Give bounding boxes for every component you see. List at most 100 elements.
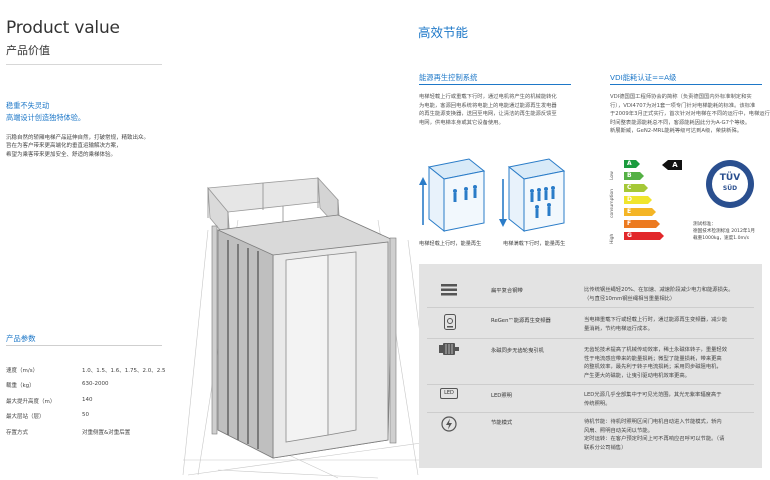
rated-marker-arrow (662, 160, 668, 170)
test-note-line: 载重1000kg，速度1.0m/s (693, 236, 749, 241)
param-value: 50 (82, 412, 89, 419)
feature-desc-line: 当电梯重载下行或轻载上行时，通过能源再生变频器，减少能 (584, 317, 728, 323)
energy-class-bar: A (624, 160, 640, 168)
vdi-text: VDI德国国工程师协会的简称（负责德国国内外标准制定和实 行），VDI4707为… (610, 93, 770, 136)
feature-name: 节能模式 (491, 420, 513, 426)
param-value: 140 (82, 396, 93, 403)
regen-down-diagram (499, 158, 566, 233)
energy-class-bar: C (624, 184, 648, 192)
test-note-line: 德国技术检测标准 2012年1月 (693, 229, 756, 234)
feature-desc-line: 性于电流感应带来的能量损耗；微型了能量损耗，带来更高 (584, 355, 722, 362)
param-value: 对重侧置&对重后置 (82, 429, 131, 436)
feature-desc-line: LED光源几乎全部集中于可见光范围，其光无紫率辐度高于 (584, 392, 722, 398)
tuv-badge-inner (712, 166, 748, 202)
feature-desc-line: 风扇、照明自动关闭以节能。 (584, 427, 653, 434)
intro-line: 旨在为客户带来更高端化的垂直运输解决方案， (6, 143, 122, 150)
vdi-line: 时间整表能源能耗总不同，客源能耗因此分为A-G7个等级。 (610, 119, 751, 126)
section-title: 高效节能 (418, 25, 469, 40)
vdi-line: 新展斯威，GeN2-MRL能耗等级可达到A级，荣获新殊。 (610, 128, 743, 135)
page-subtitle: 产品价值 (6, 44, 50, 57)
energy-class-bar: F (624, 220, 660, 228)
vdi-line: 于2009年3月正式实行，首次针对对电梯在不同的运行中，电梯运行待机 (610, 111, 770, 118)
feature-desc: 当电梯重载下行或轻载上行时，通过能源再生变频器，减少能 量消耗，节约电梯运行成本… (584, 316, 754, 333)
tuv-bottom-text: SÜD (722, 185, 738, 192)
param-row: 载重（kg） 630-2000 (6, 381, 171, 396)
params-title: 产品参数 (6, 334, 36, 343)
tuv-top-text: TÜV (719, 173, 741, 183)
row-separator (427, 338, 754, 339)
param-key: 最大层站（层） (6, 414, 45, 421)
tuv-badge: TÜV SÜD (706, 160, 754, 208)
param-key: 存置方式 (6, 429, 29, 436)
feature-desc-line: 定时运转：在客户预定时间上可不再响应召呼可以节能。（请 (584, 436, 725, 443)
feature-desc-line: 的整机效率，最先利于转子电流损耗；采用同步磁阻电机， (584, 364, 722, 371)
feature-desc: LED光源几乎全部集中于可见光范围，其光无紫率辐度高于 传统照明。 (584, 391, 754, 408)
regen-drive-icon (444, 314, 456, 330)
features-panel: 扁平复合钢带 比传统钢丝绳轻20%、在加速、减速阶段减少电力和能源损失。 （与直… (419, 264, 762, 468)
row-separator (427, 412, 754, 413)
vdi-line: VDI德国国工程师协会的简称（负责德国国内外标准制定和实 (610, 94, 752, 100)
energy-class-bar: B (624, 172, 644, 180)
rated-class-badge: A (668, 160, 682, 170)
test-note: 测试标准： 德国技术检测标准 2012年1月 载重1000kg，速度1.0m/s (693, 221, 769, 242)
axis-mid-label: consumption (610, 188, 615, 218)
intro-text: 沉稳自然的轿厢电梯产品延伸自然，打破常规，精致出众。 旨在为客户带来更高端化的垂… (6, 134, 149, 159)
feature-desc-line: 联系分公司销售） (584, 444, 627, 451)
vdi-title: VDI能耗认证==A级 (610, 73, 677, 82)
headline-2: 高端设计创造独特体验。 (6, 113, 86, 122)
regen-line: 为电能，客源回电系统将电能上的电能通过能源再生发电器 (419, 102, 557, 109)
regen-up-diagram (419, 158, 486, 233)
vdi-line: 行），VDI4707为对1套一项专门针对电梯能耗的标准。该标准 (610, 102, 756, 109)
feature-desc-line: 传统照明。 (584, 400, 611, 407)
power-save-icon (441, 416, 457, 432)
feature-name: 扁平复合钢带 (491, 288, 523, 294)
param-row: 速度（m/s） 1.0、1.5、1.6、1.75、2.0、2.5 (6, 366, 171, 381)
elevator-illustration (182, 176, 444, 479)
belt-icon (441, 284, 457, 296)
axis-top-label: Low (610, 171, 615, 180)
motor-icon (439, 343, 459, 355)
feature-desc-line: 无齿轮技术提高了机械传动效率，稀土永磁体转子，重量轻效 (584, 347, 728, 353)
feature-desc-line: （与直径10mm钢丝绳相当重量相比） (584, 295, 676, 302)
feature-desc-line: 量消耗，节约电梯运行成本。 (584, 325, 653, 332)
divider (6, 64, 162, 65)
feature-name: LED照明 (491, 393, 512, 399)
test-note-line: 测试标准： (693, 222, 716, 227)
feature-desc: 待机节能：待机时照明区间门电机自动进入节能模式，轿内 风扇、照明自动关闭以节能。… (584, 418, 754, 452)
divider (610, 84, 762, 85)
axis-bottom-label: High (610, 233, 615, 244)
feature-desc: 比传统钢丝绳轻20%、在加速、减速阶段减少电力和能源损失。 （与直径10mm钢丝… (584, 286, 754, 303)
row-separator (427, 384, 754, 385)
energy-class-bar: E (624, 208, 656, 216)
feature-name: ReGen™能源再生变频器 (491, 318, 551, 324)
divider (419, 84, 571, 85)
param-key: 速度（m/s） (6, 368, 39, 374)
feature-name: 永磁同步无齿轮曳引机 (491, 348, 544, 354)
row-separator (427, 307, 754, 308)
energy-class-bar: G (624, 232, 664, 240)
param-value: 1.0、1.5、1.6、1.75、2.0、2.5 (82, 368, 166, 374)
param-row: 最大提升高度（m） 140 (6, 397, 171, 412)
param-value: 630-2000 (82, 381, 109, 388)
intro-line: 沉稳自然的轿厢电梯产品延伸自然，打破常规，精致出众。 (6, 135, 150, 141)
params-table: 速度（m/s） 1.0、1.5、1.6、1.75、2.0、2.5 载重（kg） 63… (6, 366, 171, 443)
regen-title: 能源再生控制系统 (419, 73, 478, 82)
feature-desc-line: 产生更大的磁能，让曳引驱动电机效率更高。 (584, 372, 690, 379)
divider (6, 345, 162, 346)
regen-line: 的再生能源变换器，送回至电网，让清洁的再生能源反馈至 (419, 111, 557, 118)
regen-line: 电梯轻载上行或重载下行时，通过电机将产生的机械能转化 (419, 94, 557, 100)
feature-desc-line: 待机节能：待机时照明区间门电机自动进入节能模式，轿内 (584, 419, 722, 425)
param-key: 载重（kg） (6, 383, 35, 390)
regen-line: 电网，供电梯本身或其它设备使用。 (419, 119, 504, 126)
diagram-caption: 电梯满载下行时，能量再生 (503, 241, 566, 247)
led-icon: LED (440, 388, 458, 399)
regen-text: 电梯轻载上行或重载下行时，通过电机将产生的机械能转化 为电能，客源回电系统将电能… (419, 93, 584, 127)
feature-desc-line: 比传统钢丝绳轻20%、在加速、减速阶段减少电力和能源损失。 (584, 287, 734, 293)
intro-line: 希望为乘客带来更加安全、舒适的乘梯体验。 (6, 151, 117, 158)
energy-class-bar: D (624, 196, 652, 204)
param-key: 最大提升高度（m） (6, 398, 56, 405)
page-title: Product value (6, 18, 120, 38)
param-row: 最大层站（层） 50 (6, 412, 171, 427)
diagram-caption: 电梯轻载上行时，能量再生 (419, 241, 482, 247)
